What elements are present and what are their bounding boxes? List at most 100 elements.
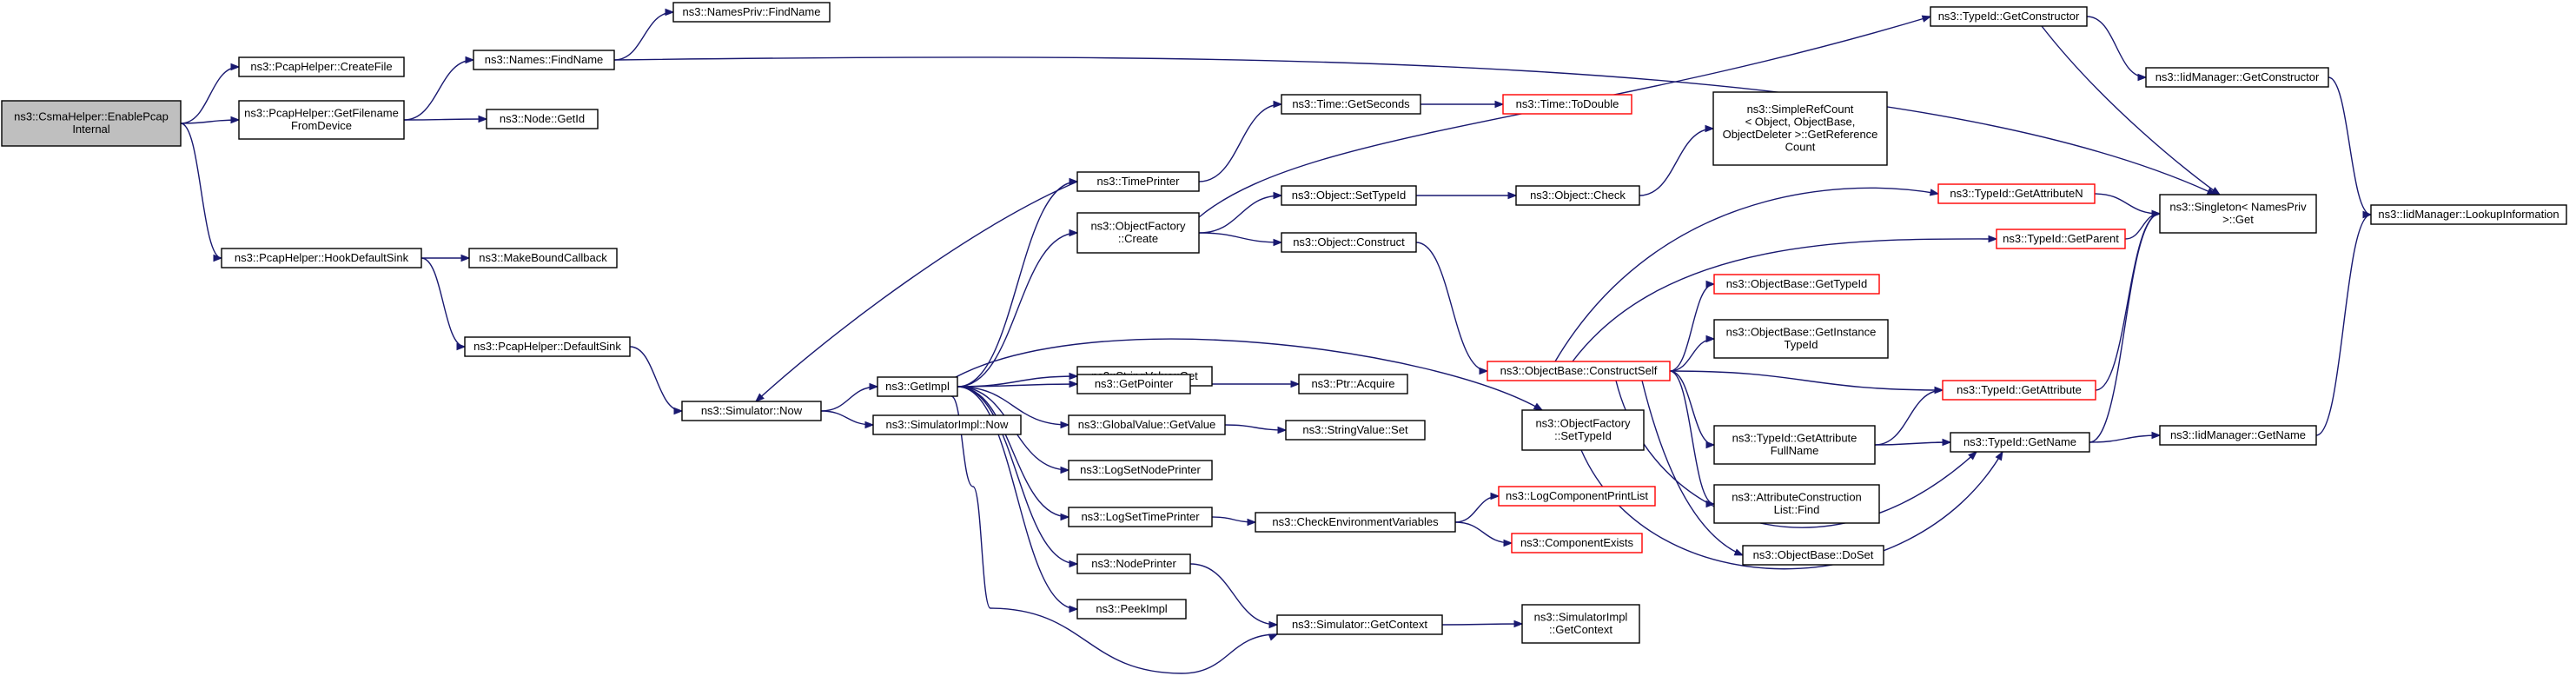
node-createfile[interactable]: ns3::PcapHelper::CreateFile bbox=[238, 56, 405, 77]
arrowhead-icon bbox=[2210, 187, 2222, 196]
node-getimpl[interactable]: ns3::GetImpl bbox=[877, 376, 958, 397]
node-box bbox=[486, 109, 599, 129]
node-simnow[interactable]: ns3::Simulator::Now bbox=[681, 401, 822, 421]
call-edge-timeprinter-to-simnow bbox=[754, 181, 1078, 402]
node-objfactorysettypeid[interactable]: ns3::ObjectFactory::SetTypeId bbox=[1521, 409, 1645, 451]
node-peekimpl[interactable]: ns3::PeekImpl bbox=[1076, 599, 1187, 620]
node-box bbox=[1937, 183, 2096, 204]
node-objfactorycreate[interactable]: ns3::ObjectFactory::Create bbox=[1076, 212, 1200, 254]
arrowhead-icon bbox=[465, 56, 475, 64]
node-simplerefcount[interactable]: ns3::SimpleRefCount< Object, ObjectBase,… bbox=[1712, 91, 1888, 166]
node-label: ns3::ObjectBase::GetInstance bbox=[1726, 326, 1877, 339]
edge-line bbox=[1198, 195, 1282, 234]
node-iidmgrgetname[interactable]: ns3::IidManager::GetName bbox=[2159, 425, 2317, 446]
node-iidmgrlookup[interactable]: ns3::IidManager::LookupInformation bbox=[2370, 204, 2567, 225]
node-typeidgetattrn[interactable]: ns3::TypeId::GetAttributeN bbox=[1937, 183, 2096, 204]
edge-line bbox=[955, 338, 1543, 411]
node-label: FullName bbox=[1771, 444, 1819, 457]
node-typeidgetname[interactable]: ns3::TypeId::GetName bbox=[1950, 432, 2090, 453]
node-defaultsink[interactable]: ns3::PcapHelper::DefaultSink bbox=[464, 336, 631, 357]
edge-line bbox=[1580, 449, 2003, 570]
call-edge-getimpl-to-objfactorysettypeid bbox=[955, 338, 1544, 411]
arrowhead-icon bbox=[1705, 441, 1716, 449]
node-label: ns3::Singleton< NamesPriv bbox=[2169, 201, 2307, 214]
edge-line bbox=[1415, 242, 1488, 372]
node-box bbox=[1712, 91, 1888, 166]
node-namesfindname[interactable]: ns3::Names::FindName bbox=[473, 50, 615, 70]
node-logsetnodeprinter[interactable]: ns3::LogSetNodePrinter bbox=[1068, 460, 1213, 480]
node-typeidgetparent[interactable]: ns3::TypeId::GetParent bbox=[1996, 229, 2126, 249]
node-box bbox=[1076, 553, 1191, 574]
node-stringvalueset[interactable]: ns3::StringValue::Set bbox=[1285, 420, 1426, 441]
node-label: ns3::TypeId::GetName bbox=[1963, 435, 2076, 448]
call-edge-typeidgetname-to-iidmgrgetname bbox=[2089, 431, 2162, 443]
edge-line bbox=[820, 386, 878, 412]
node-timeprinter[interactable]: ns3::TimePrinter bbox=[1076, 171, 1200, 192]
node-makeboundcallback[interactable]: ns3::MakeBoundCallback bbox=[468, 248, 618, 268]
arrowhead-icon bbox=[1069, 605, 1079, 613]
node-box bbox=[238, 100, 405, 140]
node-box bbox=[1511, 533, 1643, 553]
node-ptracquire[interactable]: ns3::Ptr::Acquire bbox=[1298, 374, 1408, 394]
node-box bbox=[1068, 414, 1226, 435]
node-globalvaluegetvalue[interactable]: ns3::GlobalValue::GetValue bbox=[1068, 414, 1226, 435]
arrowhead-icon bbox=[2137, 73, 2148, 82]
node-logsettimeprinter[interactable]: ns3::LogSetTimePrinter bbox=[1068, 507, 1213, 527]
call-edge-constructself-to-objbasegettypeid bbox=[1669, 280, 1716, 372]
edge-line bbox=[1224, 424, 1287, 431]
node-box bbox=[1068, 460, 1213, 480]
node-hookdefaultsink[interactable]: ns3::PcapHelper::HookDefaultSink bbox=[221, 248, 422, 268]
call-edge-namesfindname-to-namesprivfindname bbox=[613, 8, 675, 61]
node-simgetcontext[interactable]: ns3::Simulator::GetContext bbox=[1276, 614, 1443, 635]
node-nodeprinter[interactable]: ns3::NodePrinter bbox=[1076, 553, 1191, 574]
arrowhead-icon bbox=[1277, 426, 1288, 434]
node-timetodouble[interactable]: ns3::Time::ToDouble bbox=[1502, 94, 1632, 115]
node-namesprivfindname[interactable]: ns3::NamesPriv::FindName bbox=[672, 2, 831, 23]
node-label: ns3::TypeId::GetAttribute bbox=[1732, 432, 1858, 445]
node-objbasedoset[interactable]: ns3::ObjectBase::DoSet bbox=[1742, 545, 1884, 566]
node-box bbox=[681, 401, 822, 421]
node-iidmgrgetconstructor[interactable]: ns3::IidManager::GetConstructor bbox=[2145, 67, 2329, 88]
node-timegetseconds[interactable]: ns3::Time::GetSeconds bbox=[1281, 94, 1421, 115]
node-objsettypeid[interactable]: ns3::Object::SetTypeId bbox=[1281, 185, 1417, 206]
node-label: FromDevice bbox=[291, 119, 352, 132]
node-simimplgetcontext[interactable]: ns3::SimulatorImpl::GetContext bbox=[1521, 604, 1640, 644]
node-box bbox=[1521, 409, 1645, 451]
edge-line bbox=[1669, 370, 1715, 505]
node-typeidgetattribute[interactable]: ns3::TypeId::GetAttribute bbox=[1942, 380, 2096, 401]
arrowhead-icon bbox=[864, 421, 875, 429]
node-simimplnow[interactable]: ns3::SimulatorImpl::Now bbox=[872, 414, 1022, 435]
node-objcheck[interactable]: ns3::Object::Check bbox=[1515, 185, 1640, 206]
call-edge-iidmgrgetname-to-iidmgrlookup bbox=[2315, 210, 2373, 436]
arrowhead-icon bbox=[213, 254, 223, 262]
arrowhead-icon bbox=[230, 63, 241, 71]
node-nodegetid[interactable]: ns3::Node::GetId bbox=[486, 109, 599, 129]
node-box bbox=[1285, 420, 1426, 441]
node-logcompprintlist[interactable]: ns3::LogComponentPrintList bbox=[1498, 486, 1656, 507]
node-label: ns3::SimpleRefCount bbox=[1747, 103, 1854, 116]
node-objbasegettypeid[interactable]: ns3::ObjectBase::GetTypeId bbox=[1713, 274, 1880, 295]
node-typeidgetconstructor[interactable]: ns3::TypeId::GetConstructor bbox=[1930, 6, 2088, 27]
call-edge-getimpl-to-objfactorycreate bbox=[957, 229, 1079, 388]
node-label: ns3::Time::ToDouble bbox=[1516, 97, 1619, 110]
edge-line bbox=[2041, 25, 2221, 196]
edge-line bbox=[957, 232, 1078, 388]
node-singletonget[interactable]: ns3::Singleton< NamesPriv>::Get bbox=[2159, 194, 2317, 234]
node-getpointer[interactable]: ns3::GetPointer bbox=[1076, 374, 1191, 394]
node-componentexists[interactable]: ns3::ComponentExists bbox=[1511, 533, 1643, 553]
arrowhead-icon bbox=[1273, 191, 1283, 200]
arrowhead-icon bbox=[1069, 380, 1079, 388]
node-box bbox=[473, 50, 615, 70]
call-edge-simnow-to-getimpl bbox=[820, 382, 879, 412]
node-objconstruct[interactable]: ns3::Object::Construct bbox=[1281, 232, 1417, 253]
edge-line bbox=[1669, 338, 1715, 372]
node-constructself[interactable]: ns3::ObjectBase::ConstructSelf bbox=[1487, 361, 1671, 381]
edge-line bbox=[180, 66, 240, 124]
node-checkenvvars[interactable]: ns3::CheckEnvironmentVariables bbox=[1255, 512, 1456, 533]
edge-line bbox=[2086, 16, 2147, 78]
